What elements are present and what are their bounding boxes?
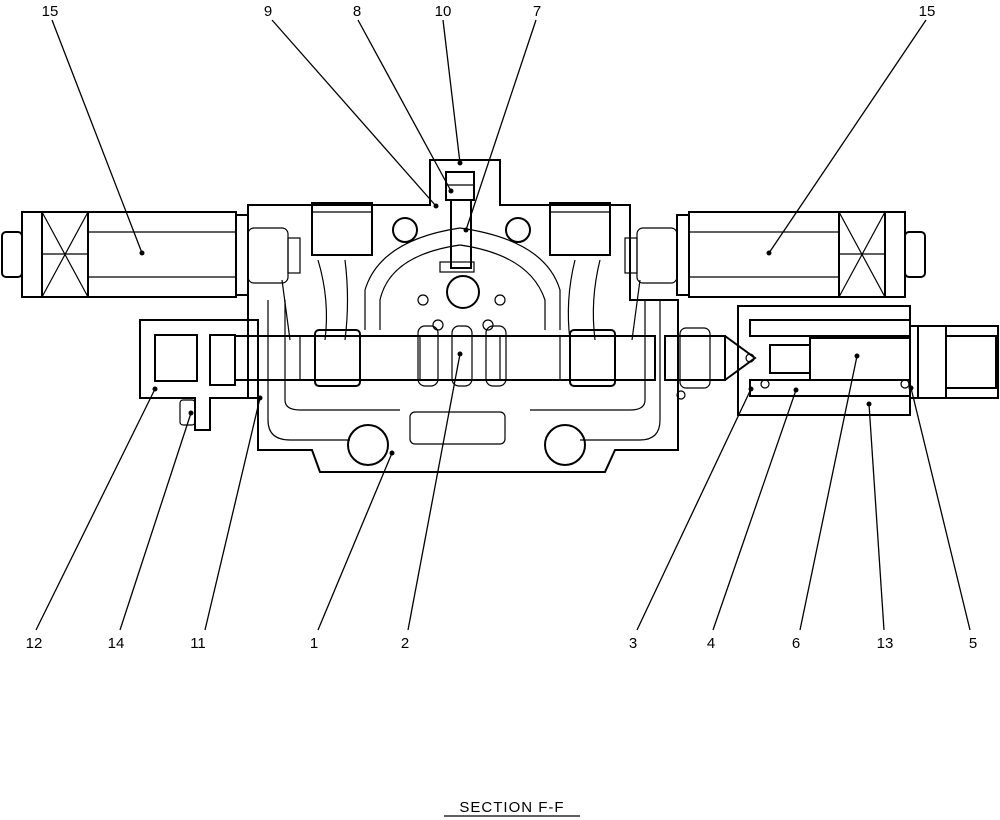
callout-9: 9 xyxy=(264,3,272,20)
callout-8: 8 xyxy=(353,3,361,20)
top-cap xyxy=(439,171,475,273)
callout-3: 3 xyxy=(629,635,637,652)
callout-14: 14 xyxy=(108,635,125,652)
callout-15-left: 15 xyxy=(42,3,59,20)
left-end-housing xyxy=(139,319,259,431)
callout-15-right: 15 xyxy=(919,3,936,20)
callout-10: 10 xyxy=(435,3,452,20)
callout-12: 12 xyxy=(26,635,43,652)
section-caption: SECTION F-F xyxy=(459,799,564,816)
port-plugs xyxy=(311,202,611,256)
solenoid-left xyxy=(1,211,301,298)
solenoid-right xyxy=(624,211,926,298)
callout-11: 11 xyxy=(190,635,206,652)
callout-7: 7 xyxy=(533,3,541,20)
spool xyxy=(234,325,757,389)
callout-4: 4 xyxy=(707,635,715,652)
callout-5: 5 xyxy=(969,635,977,652)
callout-13: 13 xyxy=(877,635,894,652)
leader-lines xyxy=(35,19,971,631)
callout-2: 2 xyxy=(401,635,409,652)
right-end-housing xyxy=(737,305,999,416)
callout-6: 6 xyxy=(792,635,800,652)
valve-body xyxy=(247,159,686,473)
callout-1: 1 xyxy=(310,635,318,652)
callout-labels: 15 9 8 10 7 15 12 14 11 1 2 3 4 6 13 5 xyxy=(26,3,978,652)
